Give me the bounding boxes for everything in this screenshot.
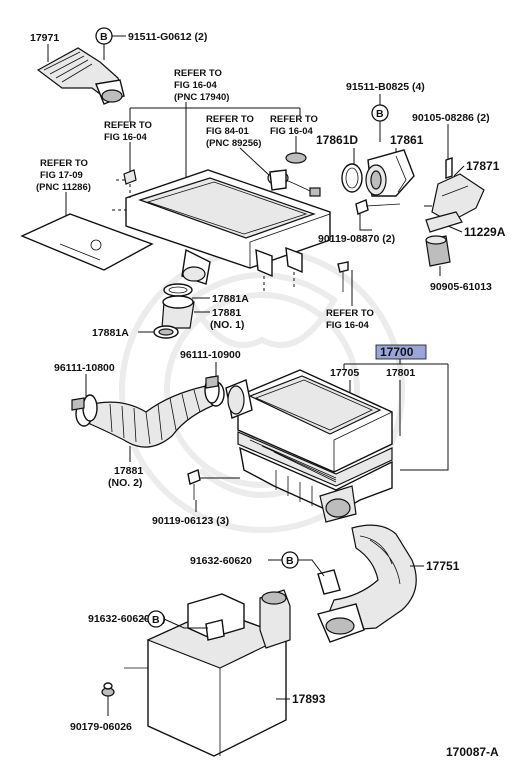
air-filter-element <box>20 213 154 271</box>
label-91632-60620-2: 91632-60620 (2) <box>88 613 166 625</box>
part-17751-duct <box>317 524 417 643</box>
label-refer-a3: (PNC 17940) <box>174 92 229 103</box>
label-17700: 17700 <box>380 345 414 359</box>
label-refer-8401-1: REFER TO <box>206 114 254 125</box>
label-17881-no1-a: 17881 <box>212 307 241 319</box>
upper-air-cleaner-case <box>112 169 331 292</box>
grommet <box>285 152 307 164</box>
label-b-2: B <box>376 108 384 120</box>
label-96111-10800: 96111-10800 <box>54 362 115 374</box>
label-17751: 17751 <box>426 559 460 573</box>
part-17893-resonator <box>124 589 291 757</box>
label-refer-a1: REFER TO <box>174 68 222 79</box>
label-refer-1709-1: REFER TO <box>40 158 88 169</box>
label-refer-c2: FIG 16-04 <box>270 126 313 137</box>
bolt-90119-08870 <box>355 199 401 215</box>
label-90905-61013: 90905-61013 <box>430 281 492 293</box>
label-refer-8401-3: (PNC 89256) <box>206 138 261 149</box>
label-refer-b2: FIG 16-04 <box>104 132 147 143</box>
label-17881-no2-a: 17881 <box>114 465 143 477</box>
label-refer-a2: FIG 16-04 <box>174 80 217 91</box>
part-17881a-top-clamp <box>163 283 193 297</box>
part-17971-duct <box>36 47 125 105</box>
part-17881a-bottom-clamp <box>153 325 179 339</box>
air-cleaner-lower-body <box>239 446 393 523</box>
filter-element-17801 <box>237 431 393 487</box>
label-91632-60620: 91632-60620 <box>190 555 252 567</box>
label-17861: 17861 <box>390 133 424 147</box>
bolt-90119-06123 <box>187 469 201 500</box>
temperature-sensor <box>267 169 321 197</box>
label-refer-d1: REFER TO <box>326 308 374 319</box>
label-90119-06123: 90119-06123 (3) <box>152 515 229 527</box>
label-91511-g0612: 91511-G0612 (2) <box>128 31 207 43</box>
label-17881-no1-b: (NO. 1) <box>210 319 244 331</box>
highlight-17700 <box>375 344 427 360</box>
label-96111-10900: 96111-10900 <box>180 349 241 361</box>
label-17881a-top: 17881A <box>212 293 249 305</box>
label-refer-d2: FIG 16-04 <box>326 320 369 331</box>
label-refer-8401-2: FIG 84-01 <box>206 126 249 137</box>
label-90179-06026: 90179-06026 <box>70 721 132 733</box>
label-refer-1709-2: FIG 17-09 <box>40 170 83 181</box>
bolt-refer <box>337 261 349 292</box>
label-b-1: B <box>100 31 108 43</box>
label-91511-b0825: 91511-B0825 (4) <box>346 81 425 93</box>
part-90905-61013 <box>425 235 451 267</box>
clip <box>123 169 137 185</box>
label-refer-c1: REFER TO <box>270 114 318 125</box>
grommet-90179-06026 <box>101 682 115 697</box>
part-11229a <box>425 211 463 233</box>
label-17705: 17705 <box>330 367 359 379</box>
clamp-96111-10900 <box>204 375 220 404</box>
label-17893: 17893 <box>292 692 326 706</box>
label-17801: 17801 <box>386 367 415 379</box>
label-b-3: B <box>286 555 294 567</box>
figure-code: 170087-A <box>446 745 499 759</box>
label-b-4: B <box>152 614 160 626</box>
label-refer-b1: REFER TO <box>104 120 152 131</box>
part-17871-bracket <box>431 157 485 223</box>
label-17861d: 17861D <box>316 133 358 147</box>
label-17971: 17971 <box>30 32 59 44</box>
label-90119-08870: 90119-08870 (2) <box>318 233 395 245</box>
part-17861-adapter <box>365 149 415 197</box>
lower-air-cleaner-case-17705 <box>225 369 393 473</box>
label-90105-08286: 90105-08286 (2) <box>412 112 490 124</box>
part-17861d-clamp <box>341 163 363 193</box>
label-17881a-left: 17881A <box>92 327 129 339</box>
label-17881-no2-b: (NO. 2) <box>108 477 142 489</box>
label-refer-1709-3: (PNC 11286) <box>36 182 91 193</box>
part-17881-no2-hose <box>75 381 225 448</box>
label-17871: 17871 <box>466 159 500 173</box>
part-17881-no1-hose <box>161 295 195 329</box>
clamp-96111-10800 <box>71 394 98 422</box>
label-11229a: 11229A <box>464 225 506 239</box>
